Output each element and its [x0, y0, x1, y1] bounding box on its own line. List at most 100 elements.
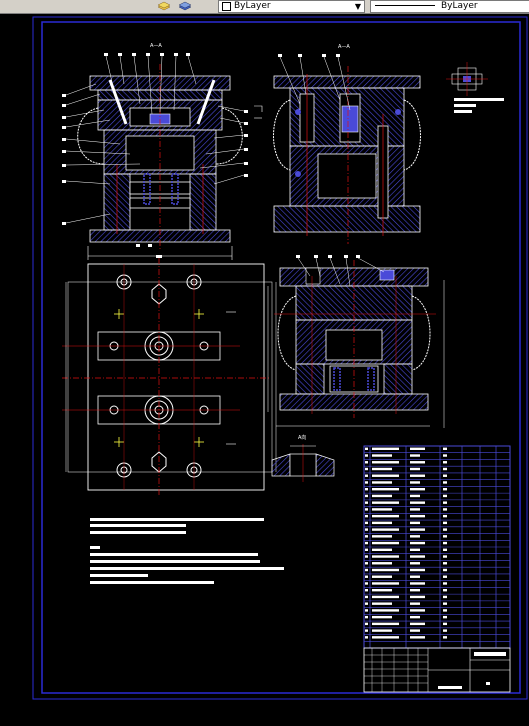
bom-cell-mark	[443, 521, 447, 525]
bom-cell-mark	[365, 582, 368, 585]
bom-cell-mark	[443, 595, 447, 599]
bom-cell-mark	[365, 481, 368, 484]
bom-cell-mark	[372, 481, 392, 484]
bom-cell-mark	[372, 521, 392, 525]
side-section-view: A—A	[254, 44, 421, 244]
bom-cell-mark	[372, 609, 399, 612]
bom-cell-mark	[372, 615, 392, 619]
bom-cell-mark	[365, 595, 368, 599]
bom-cell-mark	[365, 615, 368, 619]
bom-cell-mark	[365, 636, 368, 639]
bom-cell-mark	[410, 494, 420, 498]
dropdown-arrow-icon[interactable]: ▼	[354, 2, 362, 11]
bom-cell-mark	[365, 535, 368, 538]
layer-stack-blue-icon[interactable]	[178, 1, 192, 11]
bom-cell-mark	[410, 447, 425, 450]
bom-cell-mark	[410, 589, 420, 592]
bom-cell-mark	[365, 454, 368, 457]
bom-cell-mark	[410, 548, 420, 551]
layer-stack-icon[interactable]	[157, 1, 171, 11]
bom-cell-mark	[443, 636, 447, 639]
bom-cell-mark	[410, 609, 425, 612]
lower-section-view	[267, 255, 445, 428]
bom-cell-mark	[410, 474, 425, 477]
bom-cell-mark	[372, 589, 392, 592]
bom-cell-mark	[372, 514, 399, 518]
bom-cell-mark	[365, 488, 368, 491]
bom-cell-mark	[372, 508, 392, 511]
layer-combo[interactable]: ByLayer ▼	[218, 0, 365, 13]
bom-cell-mark	[410, 541, 425, 545]
bom-cell-mark	[372, 474, 399, 477]
bom-cell-mark	[372, 535, 392, 538]
bom-cell-mark	[365, 508, 368, 511]
bom-cell-mark	[410, 514, 425, 518]
bom-cell-mark	[443, 555, 447, 558]
bom-cell-mark	[443, 548, 447, 551]
bom-cell-mark	[410, 622, 425, 626]
bom-cell-mark	[365, 474, 368, 477]
bom-cell-mark	[372, 622, 399, 626]
bom-cell-mark	[410, 602, 420, 605]
bom-cell-mark	[443, 582, 447, 585]
bom-cell-mark	[365, 514, 368, 518]
technical-notes	[90, 518, 284, 584]
part-detail-thumbnail	[446, 62, 504, 113]
bom-cell-mark	[410, 636, 425, 639]
bom-cell-mark	[443, 514, 447, 518]
bom-cell-mark	[365, 494, 368, 498]
bom-cell-mark	[365, 622, 368, 626]
bom-cell-mark	[410, 535, 420, 538]
bom-cell-mark	[372, 568, 399, 572]
bom-cell-mark	[365, 447, 368, 450]
drawing-canvas[interactable]: A—A	[0, 14, 529, 726]
title-block	[363, 647, 511, 693]
bom-cell-mark	[372, 461, 399, 464]
bom-cell-mark	[365, 589, 368, 592]
bom-cell-mark	[410, 528, 425, 531]
bom-cell-mark	[443, 488, 447, 491]
bom-cell-mark	[365, 562, 368, 565]
bom-cell-mark	[365, 555, 368, 558]
linetype-combo[interactable]: ByLayer	[370, 0, 529, 13]
bom-cell-mark	[365, 501, 368, 504]
bom-cell-mark	[365, 609, 368, 612]
linetype-combo-value: ByLayer	[441, 1, 478, 11]
section-label-side: A—A	[338, 44, 350, 50]
bom-cell-mark	[443, 447, 447, 450]
bom-cell-mark	[443, 562, 447, 565]
layer-combo-value: ByLayer	[234, 1, 271, 11]
bom-cell-mark	[365, 568, 368, 572]
bom-cell-mark	[372, 488, 399, 491]
properties-toolbar: ByLayer ▼ ByLayer	[0, 0, 529, 14]
bom-cell-mark	[410, 508, 420, 511]
bom-cell-mark	[443, 508, 447, 511]
bom-cell-mark	[443, 622, 447, 626]
bom-cell-mark	[443, 609, 447, 612]
bom-cell-mark	[372, 602, 392, 605]
mold-assembly-drawing: A—A	[32, 16, 528, 700]
main-section-view: A—A	[62, 43, 248, 260]
bom-cell-mark	[410, 582, 425, 585]
color-swatch-icon	[222, 2, 231, 11]
bom-cell-mark	[372, 494, 392, 498]
bom-cell-mark	[410, 575, 420, 578]
bom-cell-mark	[372, 548, 392, 551]
detail-label: A向	[298, 434, 306, 441]
bom-cell-mark	[372, 595, 399, 599]
bom-cell-mark	[372, 575, 392, 578]
plan-view	[62, 258, 277, 496]
bom-cell-mark	[410, 488, 425, 491]
inner-border	[41, 21, 521, 694]
bom-cell-mark	[443, 589, 447, 592]
bom-cell-mark	[410, 629, 420, 632]
bom-cell-mark	[443, 467, 447, 471]
bom-cell-mark	[410, 481, 420, 484]
bom-cell-mark	[372, 636, 399, 639]
bom-cell-mark	[410, 568, 425, 572]
bom-cell-mark	[443, 575, 447, 578]
bom-cell-mark	[410, 467, 420, 471]
bom-cell-mark	[372, 447, 399, 450]
bom-cell-mark	[443, 535, 447, 538]
bom-cell-mark	[365, 541, 368, 545]
